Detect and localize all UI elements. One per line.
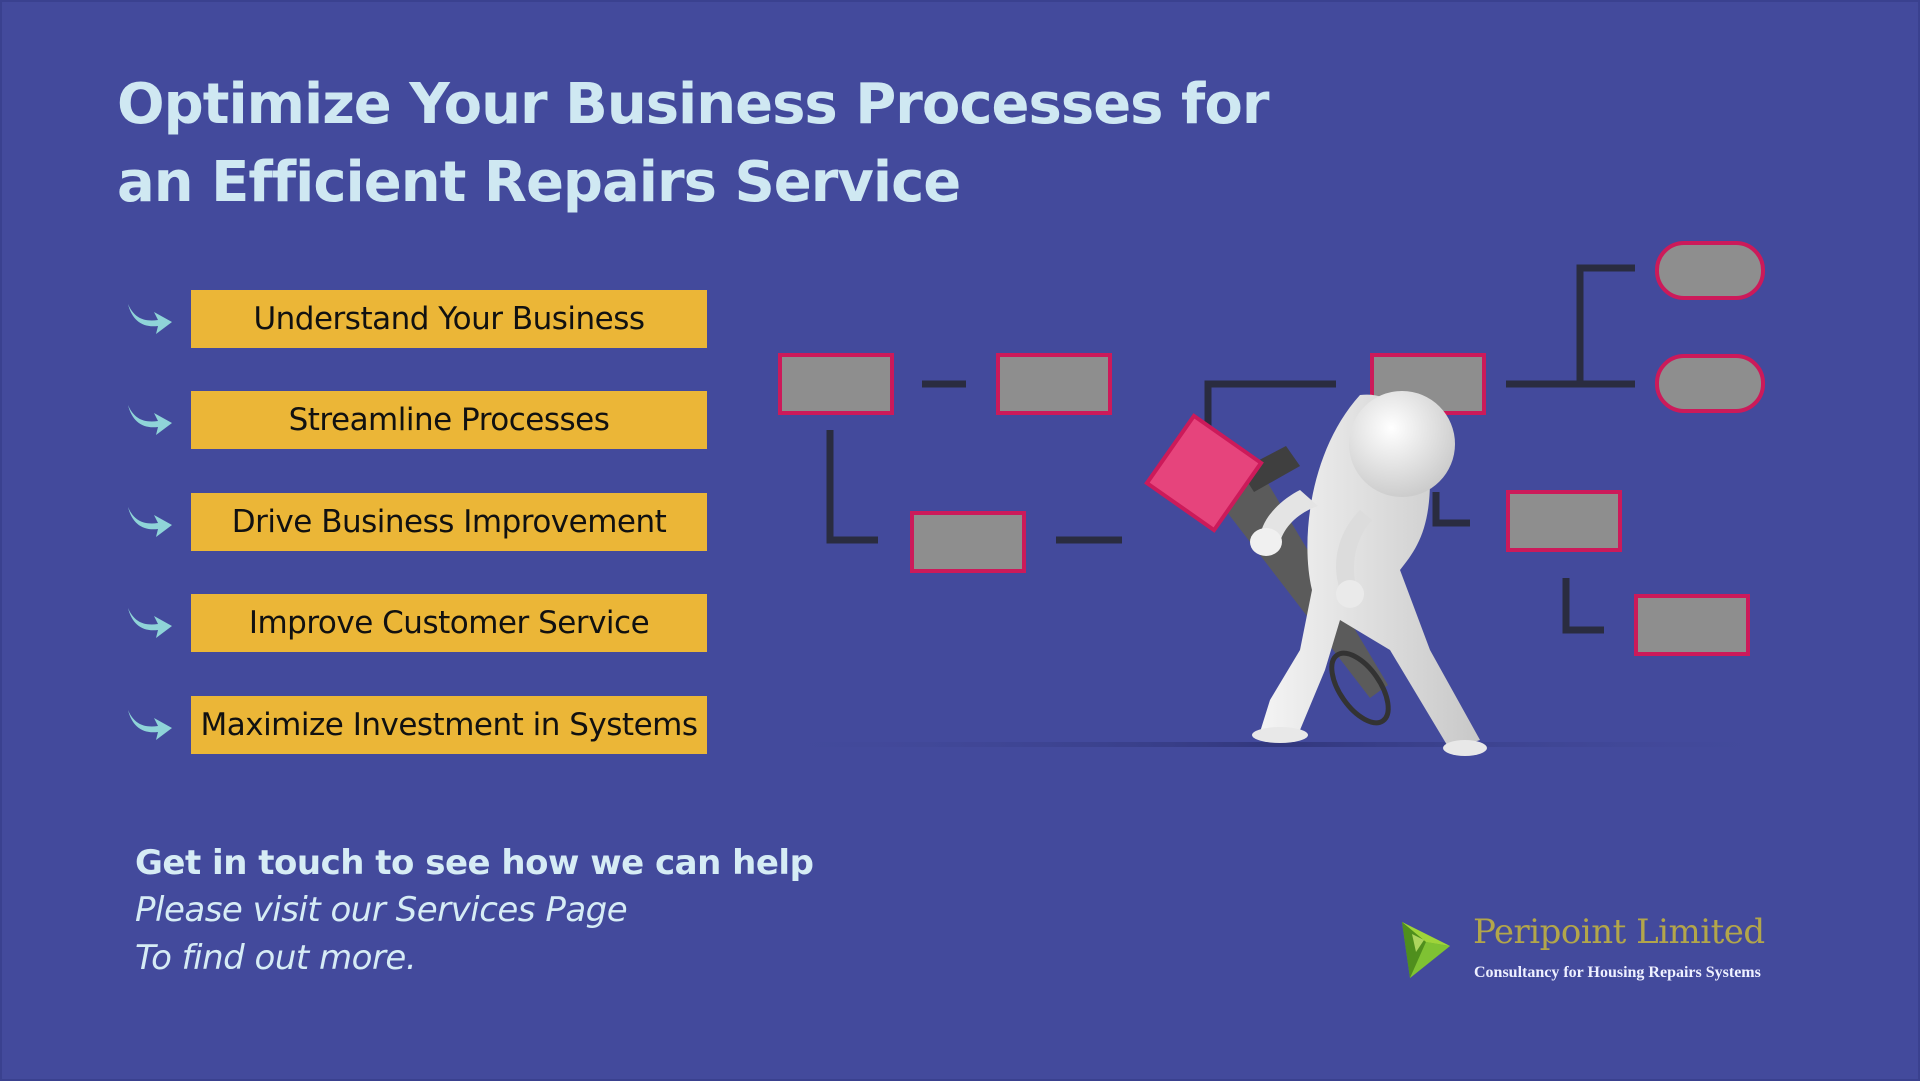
arrow-icon	[128, 405, 172, 435]
stick-figure-wrench-flowchart-icon	[740, 241, 1810, 756]
arrow-icon	[128, 608, 172, 638]
list-item: Maximize Investment in Systems	[120, 696, 720, 756]
company-tagline: Consultancy for Housing Repairs Systems	[1474, 964, 1761, 981]
bullet-label: Streamline Processes	[191, 391, 707, 449]
cta-line-2: To find out more.	[135, 938, 417, 978]
bullet-label: Maximize Investment in Systems	[191, 696, 707, 754]
page-title: Optimize Your Business Processes for an …	[117, 72, 1269, 215]
cta-heading: Get in touch to see how we can help	[135, 843, 814, 883]
call-to-action: Get in touch to see how we can help Plea…	[135, 840, 814, 982]
green-gem-icon	[1402, 922, 1450, 978]
bullet-label: Drive Business Improvement	[191, 493, 707, 551]
bullet-label: Improve Customer Service	[191, 594, 707, 652]
arrow-icon	[128, 304, 172, 334]
list-item: Understand Your Business	[120, 290, 720, 350]
cta-line-1: Please visit our Services Page	[135, 890, 628, 930]
arrow-icon	[128, 507, 172, 537]
list-item: Improve Customer Service	[120, 594, 720, 654]
company-name: Peripoint Limited	[1473, 912, 1765, 952]
list-item: Drive Business Improvement	[120, 493, 720, 553]
bullet-label: Understand Your Business	[191, 290, 707, 348]
arrow-icon	[128, 710, 172, 740]
list-item: Streamline Processes	[120, 391, 720, 451]
company-logo: Peripoint Limited Consultancy for Housin…	[1390, 912, 1790, 992]
